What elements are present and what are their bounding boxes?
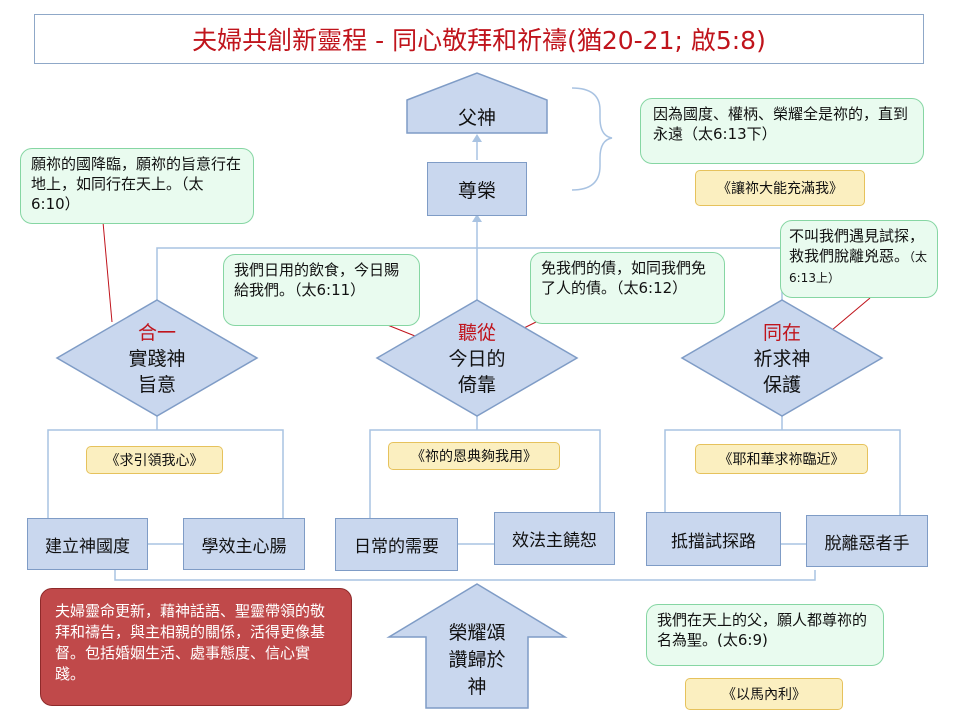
bread-note: 我們日用的飲食，今日賜給我們。（太6:11） bbox=[223, 254, 420, 326]
father-label: 父神 bbox=[457, 107, 496, 129]
callout-line bbox=[102, 221, 113, 323]
will-note: 願祢的國降臨，願祢的旨意行在地上，如同行在天上。（太6:10） bbox=[20, 148, 254, 224]
box-build-kingdom: 建立神國度 bbox=[27, 518, 148, 570]
diamond-obey-body: 今日的 bbox=[448, 348, 506, 370]
father-arrow-shape bbox=[406, 72, 548, 134]
diamond-presence-tail: 保護 bbox=[762, 374, 801, 396]
box-forgive: 效法主饒恕 bbox=[494, 512, 615, 565]
hymn-tag-fill: 《讓祢大能充滿我》 bbox=[695, 170, 865, 206]
name-note: 我們在天上的父，願人都尊祢的名為聖。(太6:9) bbox=[646, 604, 884, 666]
glory-arrow-shape bbox=[386, 583, 568, 709]
hymn-tag-immanuel: 《以馬內利》 bbox=[685, 678, 843, 710]
connector-arrowhead bbox=[472, 134, 482, 142]
diamond-presence-label: 同在 祈求神 保護 bbox=[722, 320, 842, 398]
diamond-presence-shape bbox=[680, 299, 884, 417]
forgive-note: 免我們的債，如同我們免了人的債。（太6:12） bbox=[530, 252, 725, 324]
hymn-tag-near: 《耶和華求祢臨近》 bbox=[695, 444, 868, 474]
connector-line bbox=[369, 429, 601, 518]
deliver-note: 不叫我們遇見試探，救我們脫離兇惡。（太6:13上） bbox=[780, 220, 938, 298]
diamond-obey-tail: 倚靠 bbox=[457, 374, 496, 396]
glory-arrow-label: 榮耀頌 讚歸於 神 bbox=[426, 620, 528, 701]
diamond-presence-body: 祈求神 bbox=[753, 348, 811, 370]
diamond-presence-head: 同在 bbox=[762, 322, 801, 344]
diamond-unity-tail: 旨意 bbox=[137, 374, 176, 396]
box-learn-heart: 學效主心腸 bbox=[183, 518, 305, 570]
glory-line-1: 榮耀頌 bbox=[448, 622, 506, 644]
hymn-tag-lead: 《求引領我心》 bbox=[86, 446, 223, 474]
glory-line-2: 讚歸於 bbox=[448, 649, 506, 671]
box-daily-needs: 日常的需要 bbox=[335, 518, 458, 571]
deliver-note-text-2: 兇惡。 bbox=[864, 247, 910, 265]
hymn-tag-grace: 《祢的恩典夠我用》 bbox=[388, 442, 560, 470]
box-escape-evil: 脫離惡者手 bbox=[806, 515, 928, 567]
page-title: 夫婦共創新靈程 - 同心敬拜和祈禱(猶20-21; 啟5:8) bbox=[34, 14, 924, 64]
callout-line bbox=[831, 297, 871, 331]
box-resist-temptation: 抵擋試探路 bbox=[646, 512, 781, 566]
diamond-unity-head: 合一 bbox=[137, 322, 176, 344]
brace-connector bbox=[571, 87, 613, 191]
deliver-note-ref: （太6:13上） bbox=[789, 250, 928, 285]
diamond-obey-shape bbox=[375, 299, 579, 417]
diamond-obey-head: 聽從 bbox=[457, 322, 496, 344]
glory-line-3: 神 bbox=[467, 676, 487, 698]
diamond-unity-body: 實踐神 bbox=[128, 348, 186, 370]
deliver-note-text: 不叫我們遇見試探，救我們脫離 bbox=[789, 227, 925, 265]
honor-box: 尊榮 bbox=[427, 162, 527, 216]
summary-box: 夫婦靈命更新，藉神話語、聖靈帶領的敬拜和禱告，與主相親的關係，活得更像基督。包括… bbox=[40, 588, 352, 706]
connector-arrowhead bbox=[472, 214, 482, 222]
connector-line bbox=[114, 570, 816, 581]
diamond-obey-label: 聽從 今日的 倚靠 bbox=[417, 320, 537, 398]
connector-line bbox=[47, 429, 284, 518]
diamond-unity-shape bbox=[55, 299, 259, 417]
diamond-unity-label: 合一 實踐神 旨意 bbox=[97, 320, 217, 398]
kingdom-note: 因為國度、權柄、榮耀全是祢的，直到永遠（太6:13下） bbox=[640, 98, 924, 164]
